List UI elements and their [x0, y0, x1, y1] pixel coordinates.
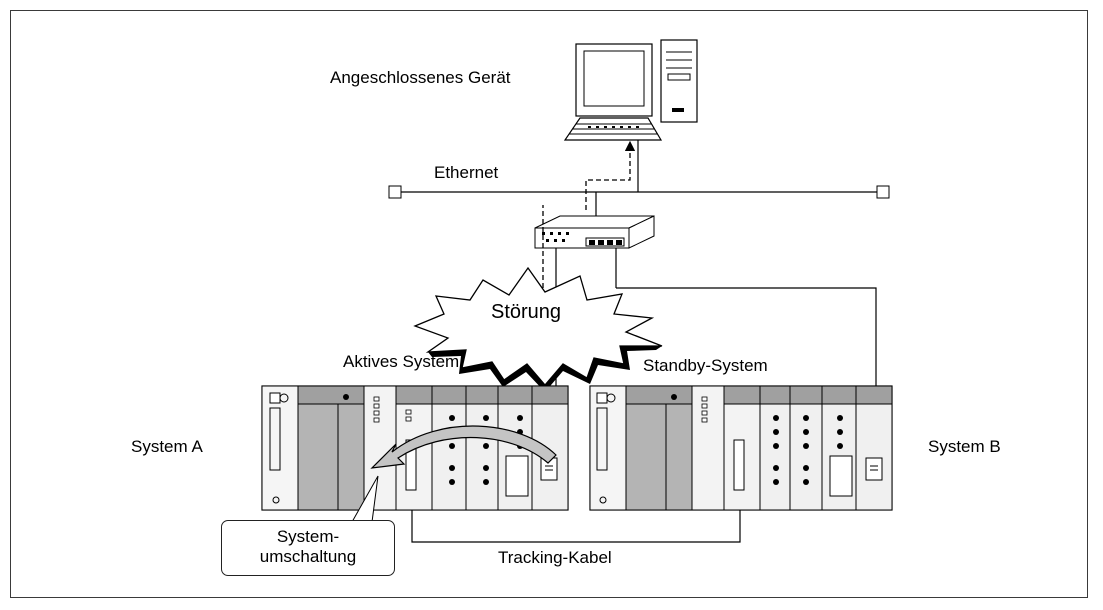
system-b-label: System B: [928, 437, 1001, 456]
system-a-label: System A: [131, 437, 203, 456]
switch-icon: [534, 215, 655, 249]
computer-icon: [563, 39, 698, 141]
diagram-frame: [10, 10, 1088, 598]
tracking-cable: [411, 510, 741, 543]
system-switch-label-line2: umschaltung: [259, 547, 357, 566]
switchover-arrow-icon: [370, 425, 557, 469]
active-system-label: Aktives System: [343, 352, 460, 371]
fault-burst-icon: [413, 266, 663, 392]
fault-label: Störung: [491, 301, 562, 323]
standby-system-rack: [589, 385, 893, 511]
standby-system-label: Standby-System: [643, 356, 768, 375]
callout-pointer: [351, 475, 379, 523]
connected-device-label: Angeschlossenes Gerät: [330, 68, 511, 87]
ethernet-bus: [388, 140, 890, 199]
system-switch-label-line1: System-: [276, 527, 340, 546]
system-switch-callout: System- umschaltung: [221, 520, 395, 576]
ethernet-label: Ethernet: [434, 163, 499, 182]
tracking-cable-label: Tracking-Kabel: [498, 548, 612, 567]
